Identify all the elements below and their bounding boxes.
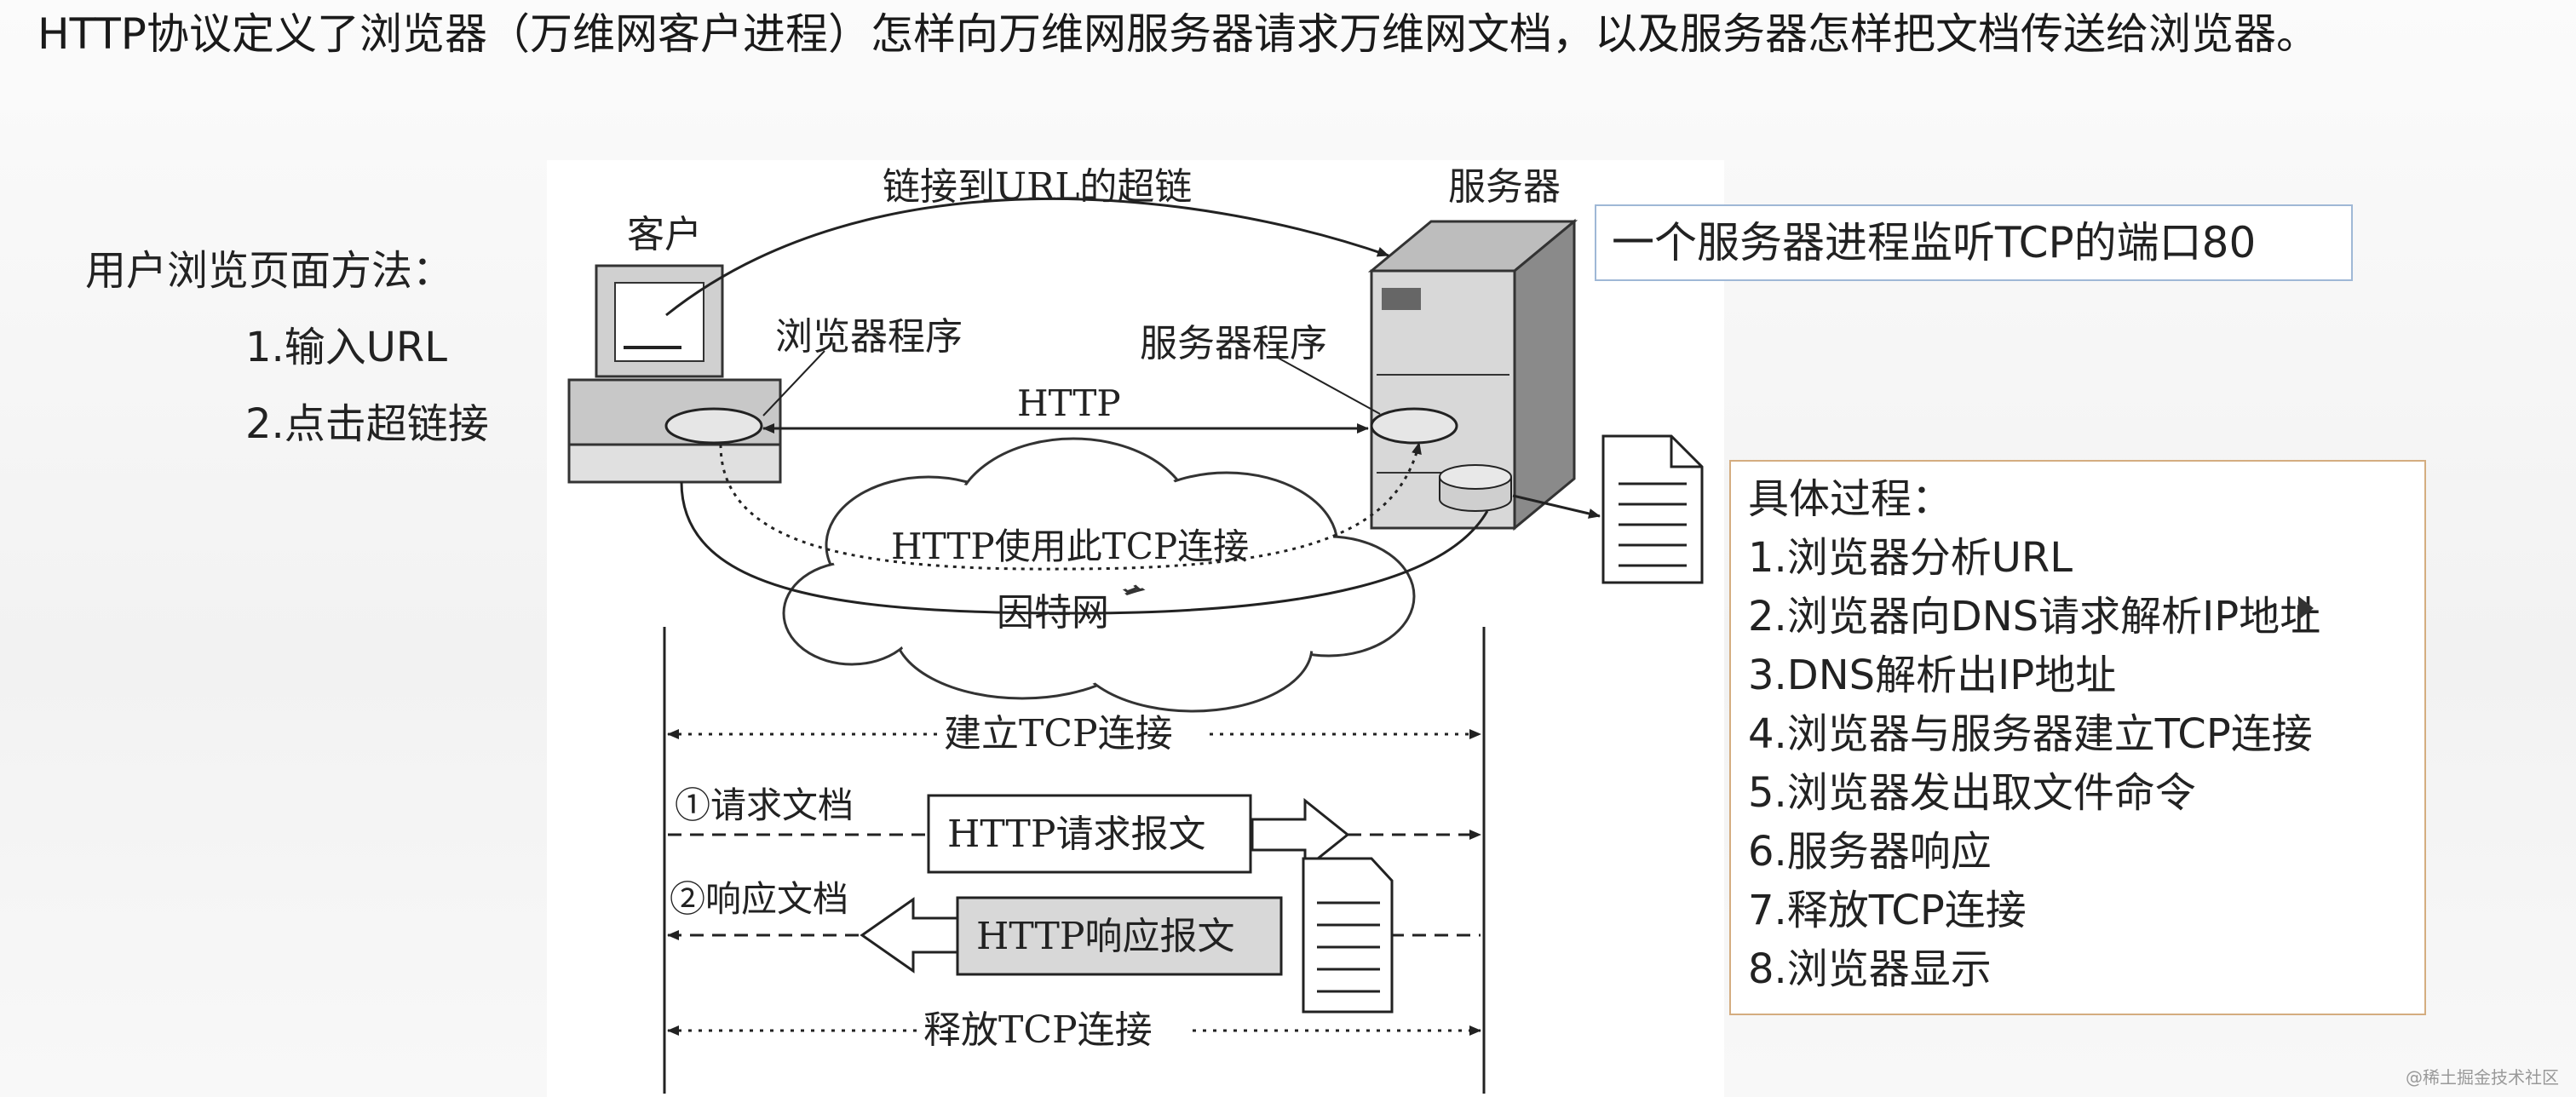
tcp-connection-label: HTTP使用此TCP连接 <box>891 526 1249 567</box>
process-title: 具体过程： <box>1748 475 1953 523</box>
server-program-label: 服务器程序 <box>1140 322 1327 365</box>
client-label: 客户 <box>627 213 702 256</box>
response-doc-label: ②响应文档 <box>670 878 848 920</box>
tcp-connection-solid <box>680 481 1489 615</box>
http-label: HTTP <box>1017 382 1121 424</box>
process-step-4: 4.浏览器与服务器建立TCP连接 <box>1748 710 2313 758</box>
process-step-5: 5.浏览器发出取文件命令 <box>1748 769 2196 817</box>
process-step-1: 1.浏览器分析URL <box>1748 534 2073 582</box>
mouse-cursor-icon <box>2298 596 2314 620</box>
request-hollow-arrow <box>1251 797 1350 872</box>
process-step-2: 2.浏览器向DNS请求解析IP地址 <box>1748 593 2321 640</box>
tcp-connection-dotted <box>719 442 1422 571</box>
hyperlink-label: 链接到URL的超链 <box>883 165 1192 209</box>
server-label: 服务器 <box>1448 165 1561 209</box>
internet-label: 因特网 <box>997 591 1109 635</box>
response-msg-label: HTTP响应报文 <box>976 915 1235 958</box>
process-step-7: 7.释放TCP连接 <box>1748 887 2027 934</box>
response-hollow-arrow <box>860 897 959 974</box>
client-computer-icon <box>567 264 782 484</box>
hyperlink-arc <box>665 197 1389 317</box>
response-document-icon <box>1302 857 1394 1014</box>
request-msg-label: HTTP请求报文 <box>947 813 1206 856</box>
method-item-url: 1.输入URL <box>245 324 448 371</box>
document-icon <box>1601 434 1704 584</box>
methods-title: 用户浏览页面方法： <box>85 247 454 295</box>
request-doc-label: ①请求文档 <box>675 784 854 826</box>
server-icon <box>1367 218 1578 531</box>
intro-text: HTTP协议定义了浏览器（万维网客户进程）怎样向万维网服务器请求万维网文档，以及… <box>37 9 2319 59</box>
server-note-box: 一个服务器进程监听TCP的端口80 <box>1595 204 2353 281</box>
release-tcp-label: 释放TCP连接 <box>923 1008 1153 1052</box>
process-step-8: 8.浏览器显示 <box>1748 945 1992 993</box>
process-box: 具体过程： 1.浏览器分析URL 2.浏览器向DNS请求解析IP地址 3.DNS… <box>1729 460 2426 1015</box>
watermark: @稀土掘金技术社区 <box>2406 1067 2559 1088</box>
process-step-3: 3.DNS解析出IP地址 <box>1748 652 2117 699</box>
establish-tcp-label: 建立TCP连接 <box>944 712 1173 755</box>
browser-program-label: 浏览器程序 <box>775 315 963 359</box>
method-item-hyperlink: 2.点击超链接 <box>245 400 489 448</box>
http-request-box <box>927 794 1252 874</box>
http-response-box <box>956 896 1283 976</box>
process-step-6: 6.服务器响应 <box>1748 828 1992 876</box>
